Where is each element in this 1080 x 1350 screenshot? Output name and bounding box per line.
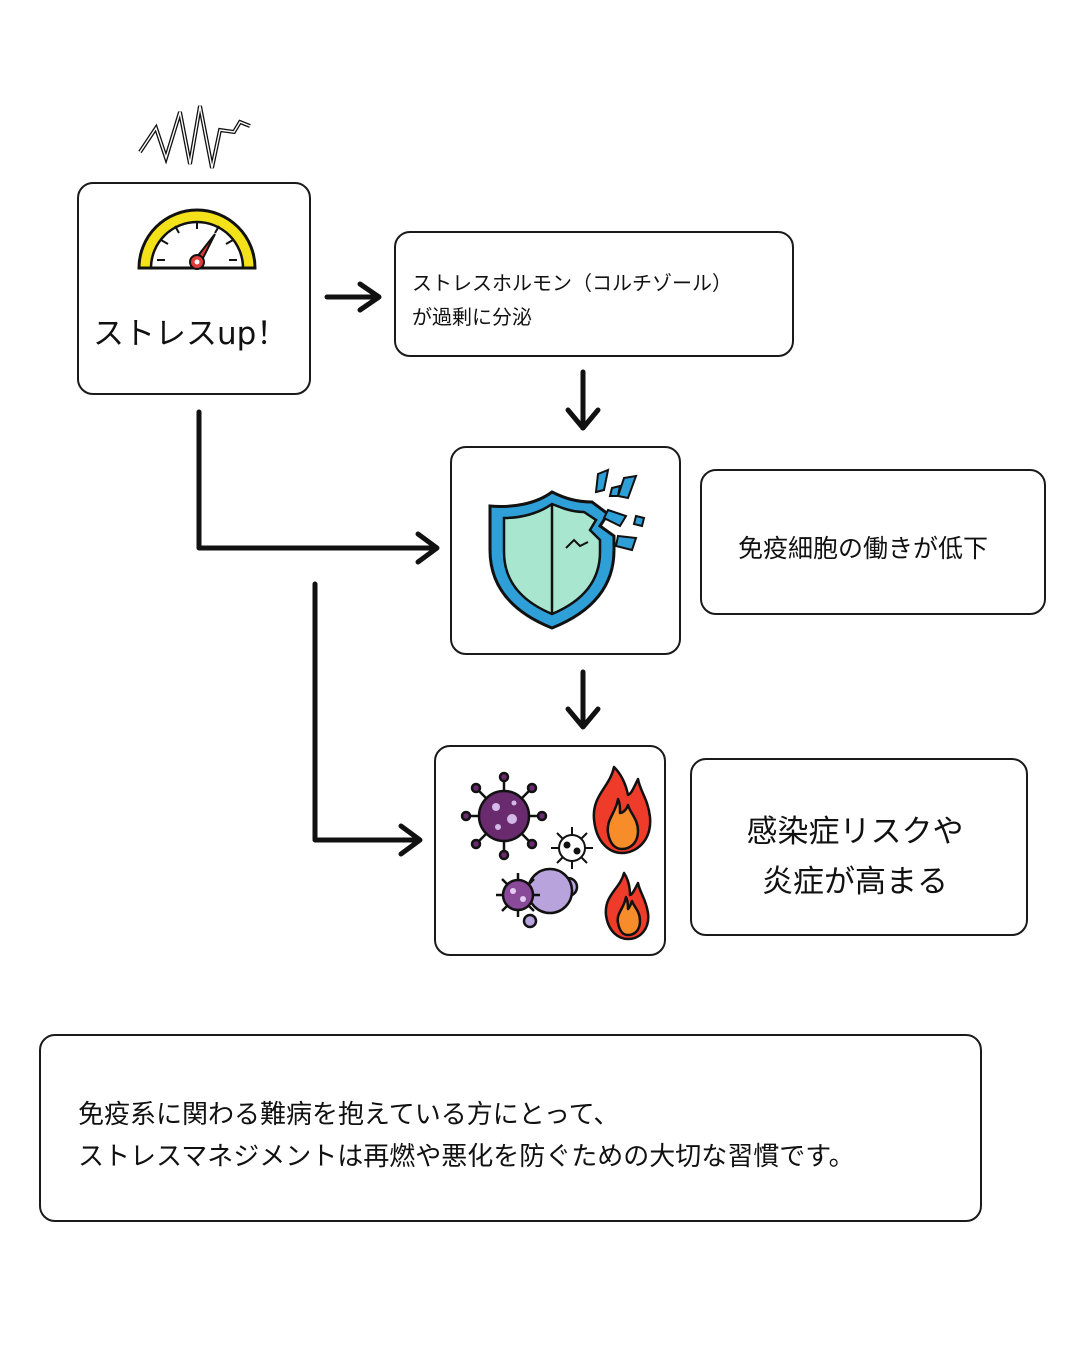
shield-box: [450, 446, 681, 655]
broken-shield-icon: [488, 468, 646, 630]
immune-label: 免疫細胞の働きが低下: [738, 534, 989, 563]
summary-line-1: 免疫系に関わる難病を抱えている方にとって、: [78, 1100, 620, 1130]
virus-icon: [460, 765, 652, 941]
speedometer-gauge-icon: [137, 208, 257, 270]
arrow-stress-to-immune: [196, 409, 440, 565]
fire-icon: [592, 765, 652, 941]
arrow-immune-to-infection: [565, 669, 601, 730]
stress-box: ストレスup！: [77, 182, 311, 395]
infection-icons-box: [434, 745, 666, 956]
hormone-line-2: が過剰に分泌: [412, 305, 532, 329]
immune-label-box: 免疫細胞の働きが低下: [700, 469, 1046, 615]
arrow-stress-to-infection: [312, 581, 423, 857]
infection-line-2: 炎症が高まる: [762, 864, 948, 900]
summary-box: 免疫系に関わる難病を抱えている方にとって、 ストレスマネジメントは再燃や悪化を防…: [39, 1034, 982, 1222]
infection-label-box: 感染症リスクや 炎症が高まる: [690, 758, 1028, 936]
arrow-hormone-to-immune: [565, 369, 601, 431]
stress-scribble-icon: [138, 105, 251, 169]
hormone-box: ストレスホルモン（コルチゾール） が過剰に分泌: [394, 231, 794, 357]
infection-line-1: 感染症リスクや: [746, 814, 964, 850]
summary-line-2: ストレスマネジメントは再燃や悪化を防ぐための大切な習慣です。: [78, 1142, 855, 1172]
stress-label: ストレスup！: [93, 316, 288, 352]
hormone-line-1: ストレスホルモン（コルチゾール）: [412, 271, 732, 295]
arrow-stress-to-hormone: [324, 281, 382, 313]
